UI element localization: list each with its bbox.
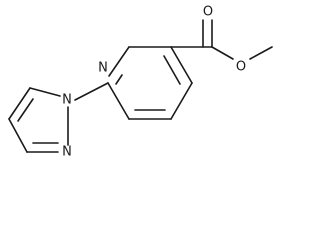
bond-pz-c4-c3 xyxy=(8,118,28,153)
atom-pyrazole-n1: N xyxy=(62,93,72,108)
bond-pz-c5-c4-inner xyxy=(17,98,34,122)
bond-c6-c1 xyxy=(107,82,130,120)
bond-c3-c4-inner xyxy=(163,55,181,85)
bond-pz-c5-c4 xyxy=(8,87,31,120)
bond-ring-pyrazole xyxy=(74,82,109,101)
bond-carbonyl-ester-o xyxy=(211,46,234,60)
bond-pz-n1-c5 xyxy=(29,87,61,97)
atom-pyridine-n: N xyxy=(98,61,108,76)
bond-c3-c4 xyxy=(170,46,193,84)
chemical-structure-diagram: N O O N N xyxy=(8,5,273,160)
bond-c1-n-inner xyxy=(115,74,123,85)
atom-ester-o: O xyxy=(236,60,246,75)
bond-c4-c5 xyxy=(170,82,193,120)
atom-carbonyl-o: O xyxy=(203,5,213,20)
atom-pyrazole-n2: N xyxy=(62,145,72,160)
bond-ester-o-methyl xyxy=(249,46,273,60)
bond-n-c2 xyxy=(108,46,130,77)
